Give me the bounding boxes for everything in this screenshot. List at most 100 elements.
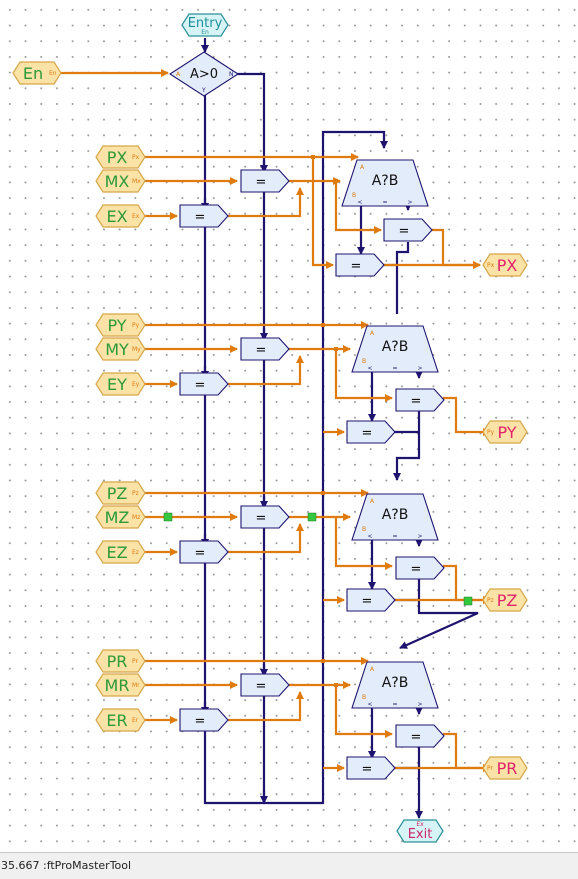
decision-port-n: N: [229, 71, 234, 78]
exit-terminal[interactable]: Ex Exit: [396, 819, 444, 843]
assign-block-lt4[interactable]: =: [395, 724, 445, 748]
status-bar: 35.667 :ftProMasterTool: [0, 852, 578, 879]
input-var-ey[interactable]: EY Ey: [95, 372, 146, 396]
compare-block-1[interactable]: A?BAB<=>: [341, 159, 429, 207]
breakpoint-marker[interactable]: [463, 596, 473, 606]
compare-block-1-port-b: B: [352, 192, 356, 199]
assign-block-lt2-label: =: [411, 394, 422, 409]
assign-block-e1[interactable]: =: [179, 204, 229, 228]
assign-block-m4[interactable]: =: [240, 673, 290, 697]
assign-block-e3[interactable]: =: [179, 540, 229, 564]
assign-block-out4-label: =: [362, 762, 373, 777]
input-var-ey-port: Ey: [132, 381, 140, 388]
compare-block-2-port-lt: <: [367, 365, 372, 372]
input-var-px-label: PX: [107, 148, 128, 167]
assign-block-lt3[interactable]: =: [395, 556, 445, 580]
assign-block-out2-label: =: [362, 426, 373, 441]
assign-block-m4-label: =: [256, 679, 267, 694]
assign-block-m2[interactable]: =: [240, 337, 290, 361]
input-var-mr-port: Mr: [132, 682, 140, 689]
enable-label: En: [23, 64, 43, 83]
data-flow-wires: [61, 69, 491, 772]
assign-block-e2[interactable]: =: [179, 372, 229, 396]
assign-block-e3-label: =: [195, 546, 206, 561]
assign-block-e1-label: =: [195, 210, 206, 225]
assign-block-out4[interactable]: =: [346, 756, 396, 780]
compare-block-4-port-a: A: [370, 666, 375, 673]
output-var-py-port: Py: [487, 429, 495, 436]
input-var-px[interactable]: PX Px: [95, 145, 146, 169]
output-var-px-label: PX: [497, 256, 518, 275]
decision-label: A>0: [190, 67, 218, 82]
flow-diagram-canvas[interactable]: Entry En Ex Exit A>0 A N Y En En PX PxMXM…: [0, 0, 578, 852]
compare-block-4-port-b: B: [362, 694, 366, 701]
compare-block-2-port-a: A: [370, 330, 375, 337]
input-var-ez-label: EZ: [106, 543, 127, 562]
output-var-py-label: PY: [497, 423, 516, 442]
input-var-er[interactable]: ER Er: [95, 708, 146, 732]
compare-block-4-port-lt: <: [367, 701, 372, 708]
compare-block-4[interactable]: A?BAB<=>: [351, 661, 439, 709]
assign-block-m1-label: =: [256, 175, 267, 190]
assign-block-out1[interactable]: =: [335, 253, 385, 277]
breakpoint-marker[interactable]: [163, 512, 173, 522]
exit-label: Exit: [408, 827, 433, 842]
compare-block-2-label: A?B: [382, 339, 409, 355]
compare-block-1-port-eq: =: [382, 199, 387, 206]
assign-block-out1-label: =: [351, 259, 362, 274]
input-var-ey-label: EY: [107, 375, 127, 394]
assign-block-lt1[interactable]: =: [383, 218, 433, 242]
compare-block-2-port-gt: >: [417, 365, 422, 372]
breakpoint-marker[interactable]: [307, 512, 317, 522]
compare-block-3-port-lt: <: [367, 533, 372, 540]
input-var-er-label: ER: [106, 711, 127, 730]
input-var-py-port: Py: [132, 322, 140, 329]
entry-label: Entry: [188, 16, 223, 31]
compare-block-3-port-gt: >: [417, 533, 422, 540]
assign-block-lt4-label: =: [411, 730, 422, 745]
decision-port-y: Y: [201, 87, 206, 94]
compare-block-3[interactable]: A?BAB<=>: [351, 493, 439, 541]
compare-block-2[interactable]: A?B A B< = >: [351, 325, 439, 373]
assign-block-e4[interactable]: =: [179, 708, 229, 732]
input-var-pz-port: Pz: [132, 490, 139, 497]
control-flow-wires: [201, 38, 479, 819]
input-var-er-port: Er: [132, 717, 139, 724]
compare-block-4-port-gt: >: [417, 701, 422, 708]
compare-block-1-port-a: A: [360, 164, 365, 171]
decision-block[interactable]: A>0 A N Y: [168, 51, 240, 97]
compare-block-1-label: A?B: [372, 173, 399, 189]
assign-block-m3-label: =: [256, 511, 267, 526]
enable-input-variable[interactable]: En En: [12, 61, 62, 85]
input-var-px-port: Px: [132, 154, 140, 161]
assign-block-out3[interactable]: =: [346, 588, 396, 612]
input-var-ez[interactable]: EZ Ez: [95, 540, 146, 564]
compare-block-2-port-eq: =: [392, 365, 397, 372]
input-var-ez-port: Ez: [132, 549, 139, 556]
wire-junctions: [311, 155, 338, 687]
assign-block-out2[interactable]: =: [346, 420, 396, 444]
assign-block-m1[interactable]: =: [240, 169, 290, 193]
input-var-my-label: MY: [105, 340, 129, 359]
entry-terminal[interactable]: Entry En: [181, 13, 229, 37]
status-text: 35.667 :ftProMasterTool: [1, 859, 132, 872]
compare-block-2-port-b: B: [362, 358, 366, 365]
input-var-pr-label: PR: [107, 652, 128, 671]
entry-port-label: En: [201, 29, 209, 36]
assign-block-m3[interactable]: =: [240, 505, 290, 529]
assign-block-lt1-label: =: [399, 224, 410, 239]
input-var-ex-label: EX: [106, 207, 127, 226]
assign-block-lt2[interactable]: =: [395, 388, 445, 412]
